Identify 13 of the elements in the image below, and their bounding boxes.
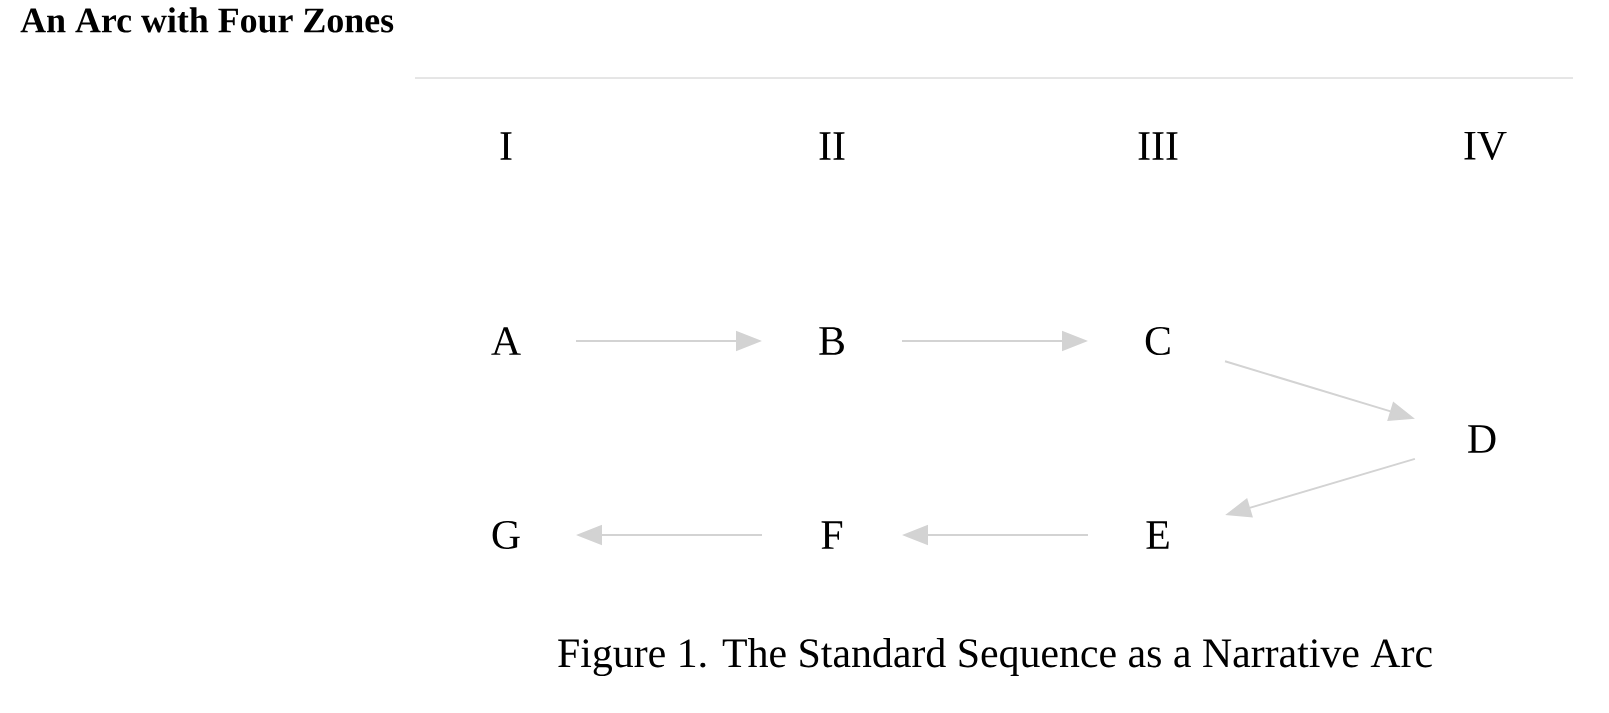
- zone-numeral: IV: [1464, 132, 1507, 160]
- node-letter: E: [1146, 521, 1169, 549]
- zone-numeral: III: [1138, 132, 1178, 160]
- caption: Figure 1. The Standard Sequence as a Narrative Arc: [558, 638, 1432, 677]
- zone-numeral: I: [500, 132, 512, 160]
- zone-numeral: II: [819, 132, 845, 160]
- node-letter: D: [1468, 425, 1496, 453]
- node-letter: F: [821, 521, 843, 549]
- node-letter: A: [491, 327, 521, 355]
- node-letter: G: [492, 520, 520, 550]
- node-letter: C: [1145, 326, 1170, 356]
- title: An Arc with Four Zones: [20, 7, 394, 33]
- node-letter: B: [819, 327, 844, 355]
